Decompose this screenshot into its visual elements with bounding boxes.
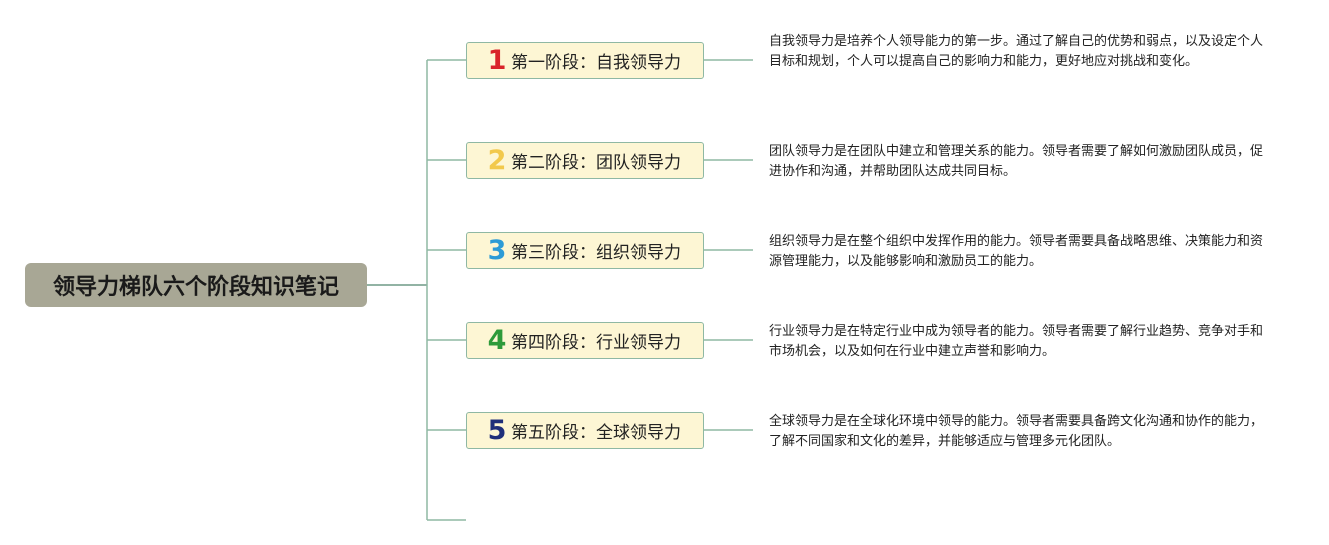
- stage-number-4: 4: [487, 324, 507, 356]
- stage-label-1: 第一阶段：自我领导力: [511, 52, 681, 73]
- stage-label-3: 第三阶段：组织领导力: [511, 242, 681, 263]
- stage-number-5: 5: [487, 414, 507, 446]
- stage-description-2: 团队领导力是在团队中建立和管理关系的能力。领导者需要了解如何激励团队成员，促进协…: [769, 144, 1264, 179]
- root-topic[interactable]: 领导力梯队六个阶段知识笔记: [25, 263, 367, 307]
- stage-number-3: 3: [487, 234, 507, 266]
- stage-label-2: 第二阶段：团队领导力: [511, 152, 681, 173]
- stage-node-4[interactable]: 4 第四阶段：行业领导力: [466, 321, 704, 359]
- stage-description-3: 组织领导力是在整个组织中发挥作用的能力。领导者需要具备战略思维、决策能力和资源管…: [769, 234, 1264, 269]
- stage-number-1: 1: [487, 44, 507, 76]
- root-topic-label: 领导力梯队六个阶段知识笔记: [52, 275, 339, 300]
- stage-description-4: 行业领导力是在特定行业中成为领导者的能力。领导者需要了解行业趋势、竞争对手和市场…: [769, 324, 1264, 359]
- stage-node-5[interactable]: 5 第五阶段：全球领导力: [466, 411, 704, 449]
- stage-label-4: 第四阶段：行业领导力: [511, 332, 681, 353]
- stage-node-3[interactable]: 3 第三阶段：组织领导力: [466, 231, 704, 269]
- stage-label-5: 第五阶段：全球领导力: [511, 422, 681, 443]
- stage-description-5: 全球领导力是在全球化环境中领导的能力。领导者需要具备跨文化沟通和协作的能力，了解…: [769, 414, 1264, 449]
- stage-description-1: 自我领导力是培养个人领导能力的第一步。通过了解自己的优势和弱点，以及设定个人目标…: [769, 34, 1264, 69]
- stage-number-2: 2: [487, 144, 507, 176]
- stage-node-1[interactable]: 1 第一阶段：自我领导力: [466, 41, 704, 79]
- stage-node-2[interactable]: 2 第二阶段：团队领导力: [466, 141, 704, 179]
